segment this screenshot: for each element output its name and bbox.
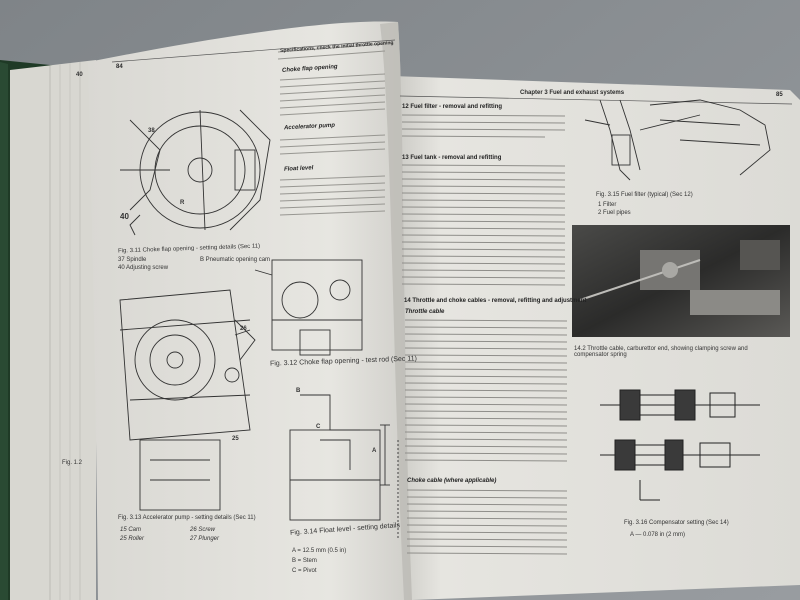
fig-3-13-caption: Fig. 3.13 Accelerator pump - setting det… bbox=[118, 515, 256, 521]
left-page-number: 84 bbox=[116, 64, 123, 70]
fig-3-15-drawing bbox=[584, 99, 771, 181]
fig-3-16-legend: A — 0.078 in (2 mm) bbox=[630, 532, 686, 538]
callout-40: 40 bbox=[120, 212, 129, 221]
fig-3-11-legend-3: B Pneumatic opening cam bbox=[200, 257, 271, 263]
fig-3-14-drawing bbox=[289, 394, 399, 540]
callout-25: 25 bbox=[232, 436, 239, 442]
fig-3-12-drawing bbox=[254, 259, 363, 356]
fig-3-16-drawing bbox=[600, 389, 760, 501]
left-page-text-lines bbox=[277, 43, 386, 216]
left-page bbox=[88, 21, 412, 600]
fig-3-13-legend-3: 26 Screw bbox=[190, 527, 216, 533]
fig-3-13-legend-2: 25 Roller bbox=[120, 536, 145, 542]
right-page bbox=[392, 76, 800, 600]
fig-3-14-legend-2: B = Stem bbox=[292, 558, 317, 564]
fig-3-15-caption: Fig. 3.15 Fuel filter (typical) (Sec 12) bbox=[596, 192, 693, 198]
callout-26: 26 bbox=[240, 326, 247, 332]
under-page-number: 40 bbox=[76, 72, 83, 78]
fig-3-11-legend-1: 37 Spindle bbox=[118, 257, 147, 263]
right-page-text-lines bbox=[401, 114, 568, 555]
fig-3-15-legend-2: 2 Fuel pipes bbox=[598, 210, 631, 216]
callout-c: C bbox=[316, 424, 321, 430]
callout-a: A bbox=[372, 448, 377, 454]
callout-r: R bbox=[180, 200, 185, 206]
fig-3-15-legend-1: 1 Filter bbox=[598, 202, 617, 208]
section-13-heading: 13 Fuel tank - removal and refitting bbox=[402, 155, 502, 161]
photo-14-2 bbox=[572, 225, 790, 337]
choke-cable-subheading: Choke cable (where applicable) bbox=[407, 478, 497, 484]
section-14-heading: 14 Throttle and choke cables - removal, … bbox=[404, 298, 587, 304]
fig-3-16-caption: Fig. 3.16 Compensator setting (Sec 14) bbox=[624, 520, 729, 526]
photo-14-2-caption: 14.2 Throttle cable, carburettor end, sh… bbox=[574, 346, 748, 358]
fig-3-11-drawing bbox=[120, 109, 271, 236]
right-chapter-header: Chapter 3 Fuel and exhaust systems bbox=[520, 90, 625, 96]
section-12-heading: 12 Fuel filter - removal and refitting bbox=[402, 104, 503, 110]
throttle-cable-subheading: Throttle cable bbox=[405, 309, 445, 315]
callout-38: 38 bbox=[148, 128, 155, 134]
callout-b: B bbox=[296, 388, 301, 394]
fig-3-13-drawing bbox=[119, 289, 256, 511]
fig-3-11-legend-2: 40 Adjusting screw bbox=[118, 265, 169, 271]
fig-3-14-legend-3: C = Pivot bbox=[292, 568, 317, 574]
fig-3-14-legend-1: A = 12.5 mm (0.5 in) bbox=[292, 548, 347, 554]
fig-3-13-legend-1: 15 Cam bbox=[120, 527, 142, 533]
right-page-number: 85 bbox=[776, 92, 783, 98]
under-page-fig: Fig. 1.2 bbox=[62, 460, 83, 466]
fig-3-13-legend-4: 27 Plunger bbox=[190, 536, 220, 542]
